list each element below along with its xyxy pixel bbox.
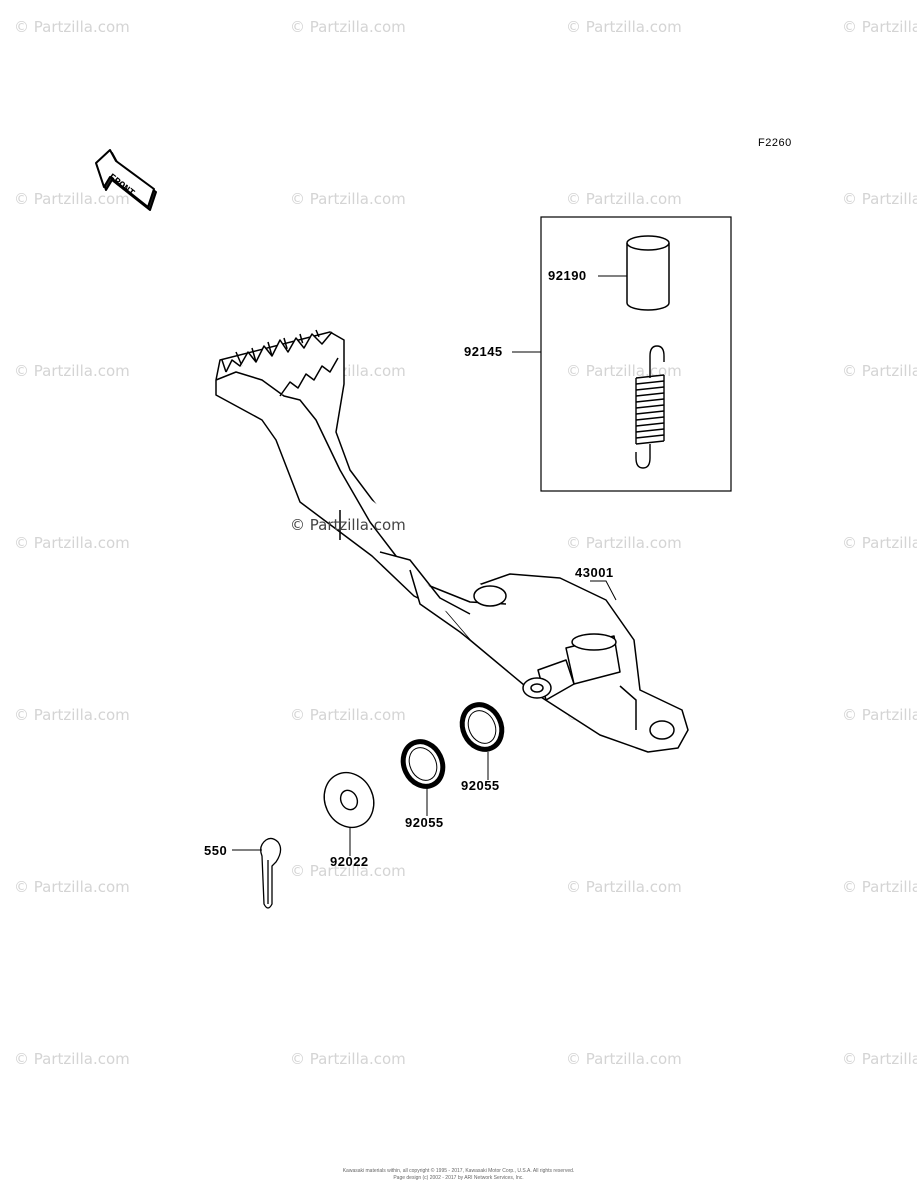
watermark: © Partzilla.com: [14, 706, 130, 724]
watermark: © Partzilla.com: [842, 1050, 917, 1068]
watermark: © Partzilla.com: [14, 878, 130, 896]
watermark: © Partzilla.com: [842, 878, 917, 896]
cotter-pin-part-550: [260, 837, 282, 909]
shim-part-92055-b: [400, 739, 446, 789]
watermark: © Partzilla.com: [566, 1050, 682, 1068]
figure-code: F2260: [758, 137, 792, 149]
watermark: © Partzilla.com: [566, 18, 682, 36]
watermark: © Partzilla.com: [842, 190, 917, 208]
watermark: © Partzilla.com: [290, 1050, 406, 1068]
part-label-92055-a[interactable]: 92055: [461, 778, 500, 793]
footer-line-1: Kawasaki materials within, all copyright…: [342, 1168, 575, 1174]
watermark: © Partzilla.com: [14, 1050, 130, 1068]
spring-part-92145: [635, 345, 665, 469]
watermark: © Partzilla.com: [566, 534, 682, 552]
watermark: © Partzilla.com: [842, 534, 917, 552]
watermark: © Partzilla.com: [566, 878, 682, 896]
washer-part-92022: [323, 771, 375, 829]
part-label-92022[interactable]: 92022: [330, 854, 369, 869]
footer-line-2: Page design (c) 2002 - 2017 by ARI Netwo…: [393, 1175, 524, 1181]
watermark: © Partzilla.com: [290, 706, 406, 724]
watermark: © Partzilla.com: [14, 18, 130, 36]
part-label-550[interactable]: 550: [204, 843, 228, 858]
watermark: © Partzilla.com: [290, 862, 406, 880]
watermark: © Partzilla.com: [842, 18, 917, 36]
collar-part-92190: [626, 235, 670, 311]
front-arrow-icon: FRONT: [95, 149, 157, 211]
watermark: © Partzilla.com: [566, 190, 682, 208]
shim-part-92055-a: [459, 702, 505, 752]
leader-lines: [232, 275, 627, 856]
brake-pedal-part-43001: [215, 329, 689, 753]
watermark: © Partzilla.com: [14, 362, 130, 380]
part-label-92190[interactable]: 92190: [548, 268, 587, 283]
watermark: © Partzilla.com: [842, 362, 917, 380]
footer-copyright: Kawasaki materials within, all copyright…: [0, 1168, 917, 1182]
copyright-mark: © Partzilla.com: [290, 516, 406, 534]
watermark: © Partzilla.com: [290, 18, 406, 36]
part-label-92145[interactable]: 92145: [464, 344, 503, 359]
watermark: © Partzilla.com: [14, 534, 130, 552]
kit-box: [540, 216, 732, 492]
watermark: © Partzilla.com: [842, 706, 917, 724]
part-label-43001[interactable]: 43001: [575, 565, 614, 580]
part-label-92055-b[interactable]: 92055: [405, 815, 444, 830]
watermark: © Partzilla.com: [290, 190, 406, 208]
watermark: © Partzilla.com: [14, 190, 130, 208]
